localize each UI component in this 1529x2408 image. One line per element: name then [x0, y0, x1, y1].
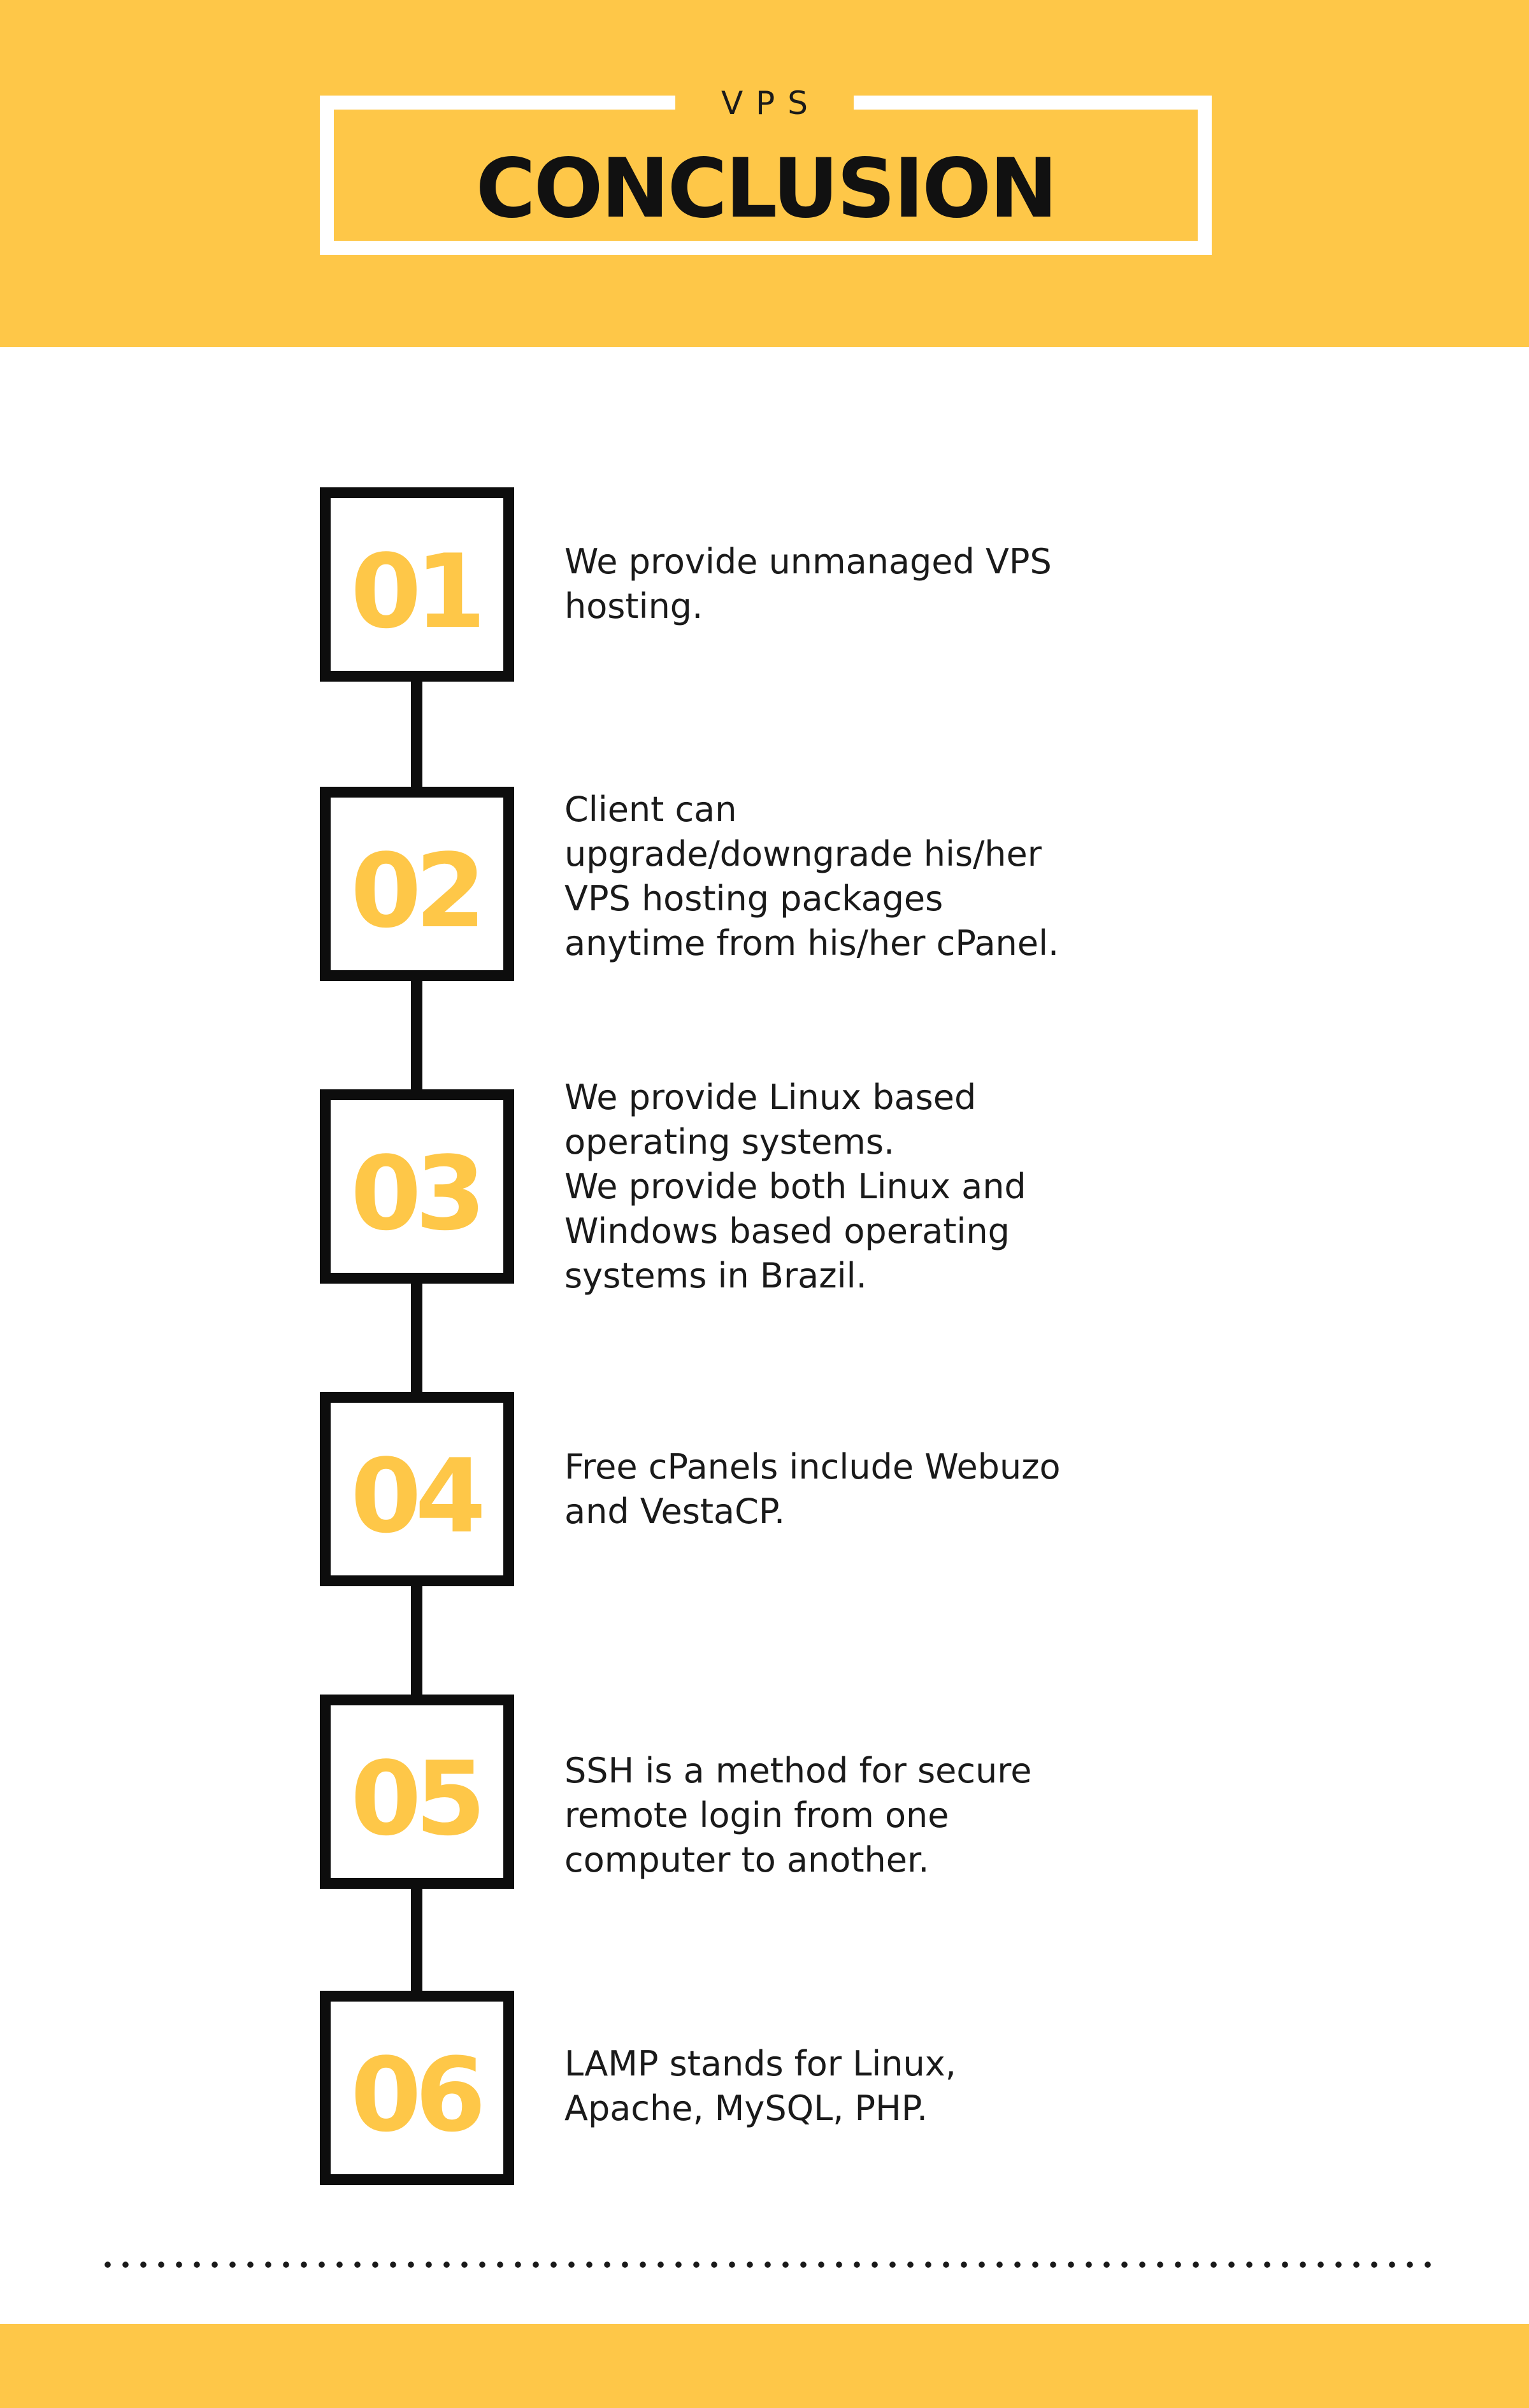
timeline-connector	[411, 1889, 422, 1994]
timeline-connector	[411, 981, 422, 1093]
step-number: 03	[350, 1133, 486, 1253]
step-number: 04	[350, 1436, 486, 1556]
step-number-box: 06	[320, 1991, 514, 2185]
step-description: Free cPanels include Webuzo and VestaCP.	[564, 1447, 1061, 1531]
page-title: CONCLUSION	[475, 141, 1058, 236]
step-number-box: 02	[320, 787, 514, 981]
dotted-divider	[99, 2258, 1437, 2271]
header-banner	[0, 0, 1529, 347]
step-description: We provide Linux based operating systems…	[564, 1077, 1026, 1296]
step-description: Client can upgrade/downgrade his/her VPS…	[564, 789, 1059, 963]
timeline-connector	[411, 682, 422, 790]
page-subtitle: VPS	[721, 85, 821, 122]
timeline-connector	[411, 1284, 422, 1395]
timeline-connector	[411, 1586, 422, 1698]
step-description: SSH is a method for secure remote login …	[564, 1751, 1032, 1880]
footer-banner	[0, 2324, 1529, 2408]
step-number-box: 04	[320, 1392, 514, 1586]
step-number: 06	[350, 2035, 486, 2154]
step-number-box: 03	[320, 1089, 514, 1284]
step-description: We provide unmanaged VPS hosting.	[564, 541, 1052, 626]
title-frame-gap	[675, 83, 854, 121]
step-description: LAMP stands for Linux, Apache, MySQL, PH…	[564, 2044, 956, 2128]
step-number: 02	[350, 831, 486, 950]
step-number-box: 05	[320, 1695, 514, 1889]
step-number: 01	[350, 531, 486, 651]
step-number: 05	[350, 1738, 486, 1858]
step-number-box: 01	[320, 487, 514, 682]
